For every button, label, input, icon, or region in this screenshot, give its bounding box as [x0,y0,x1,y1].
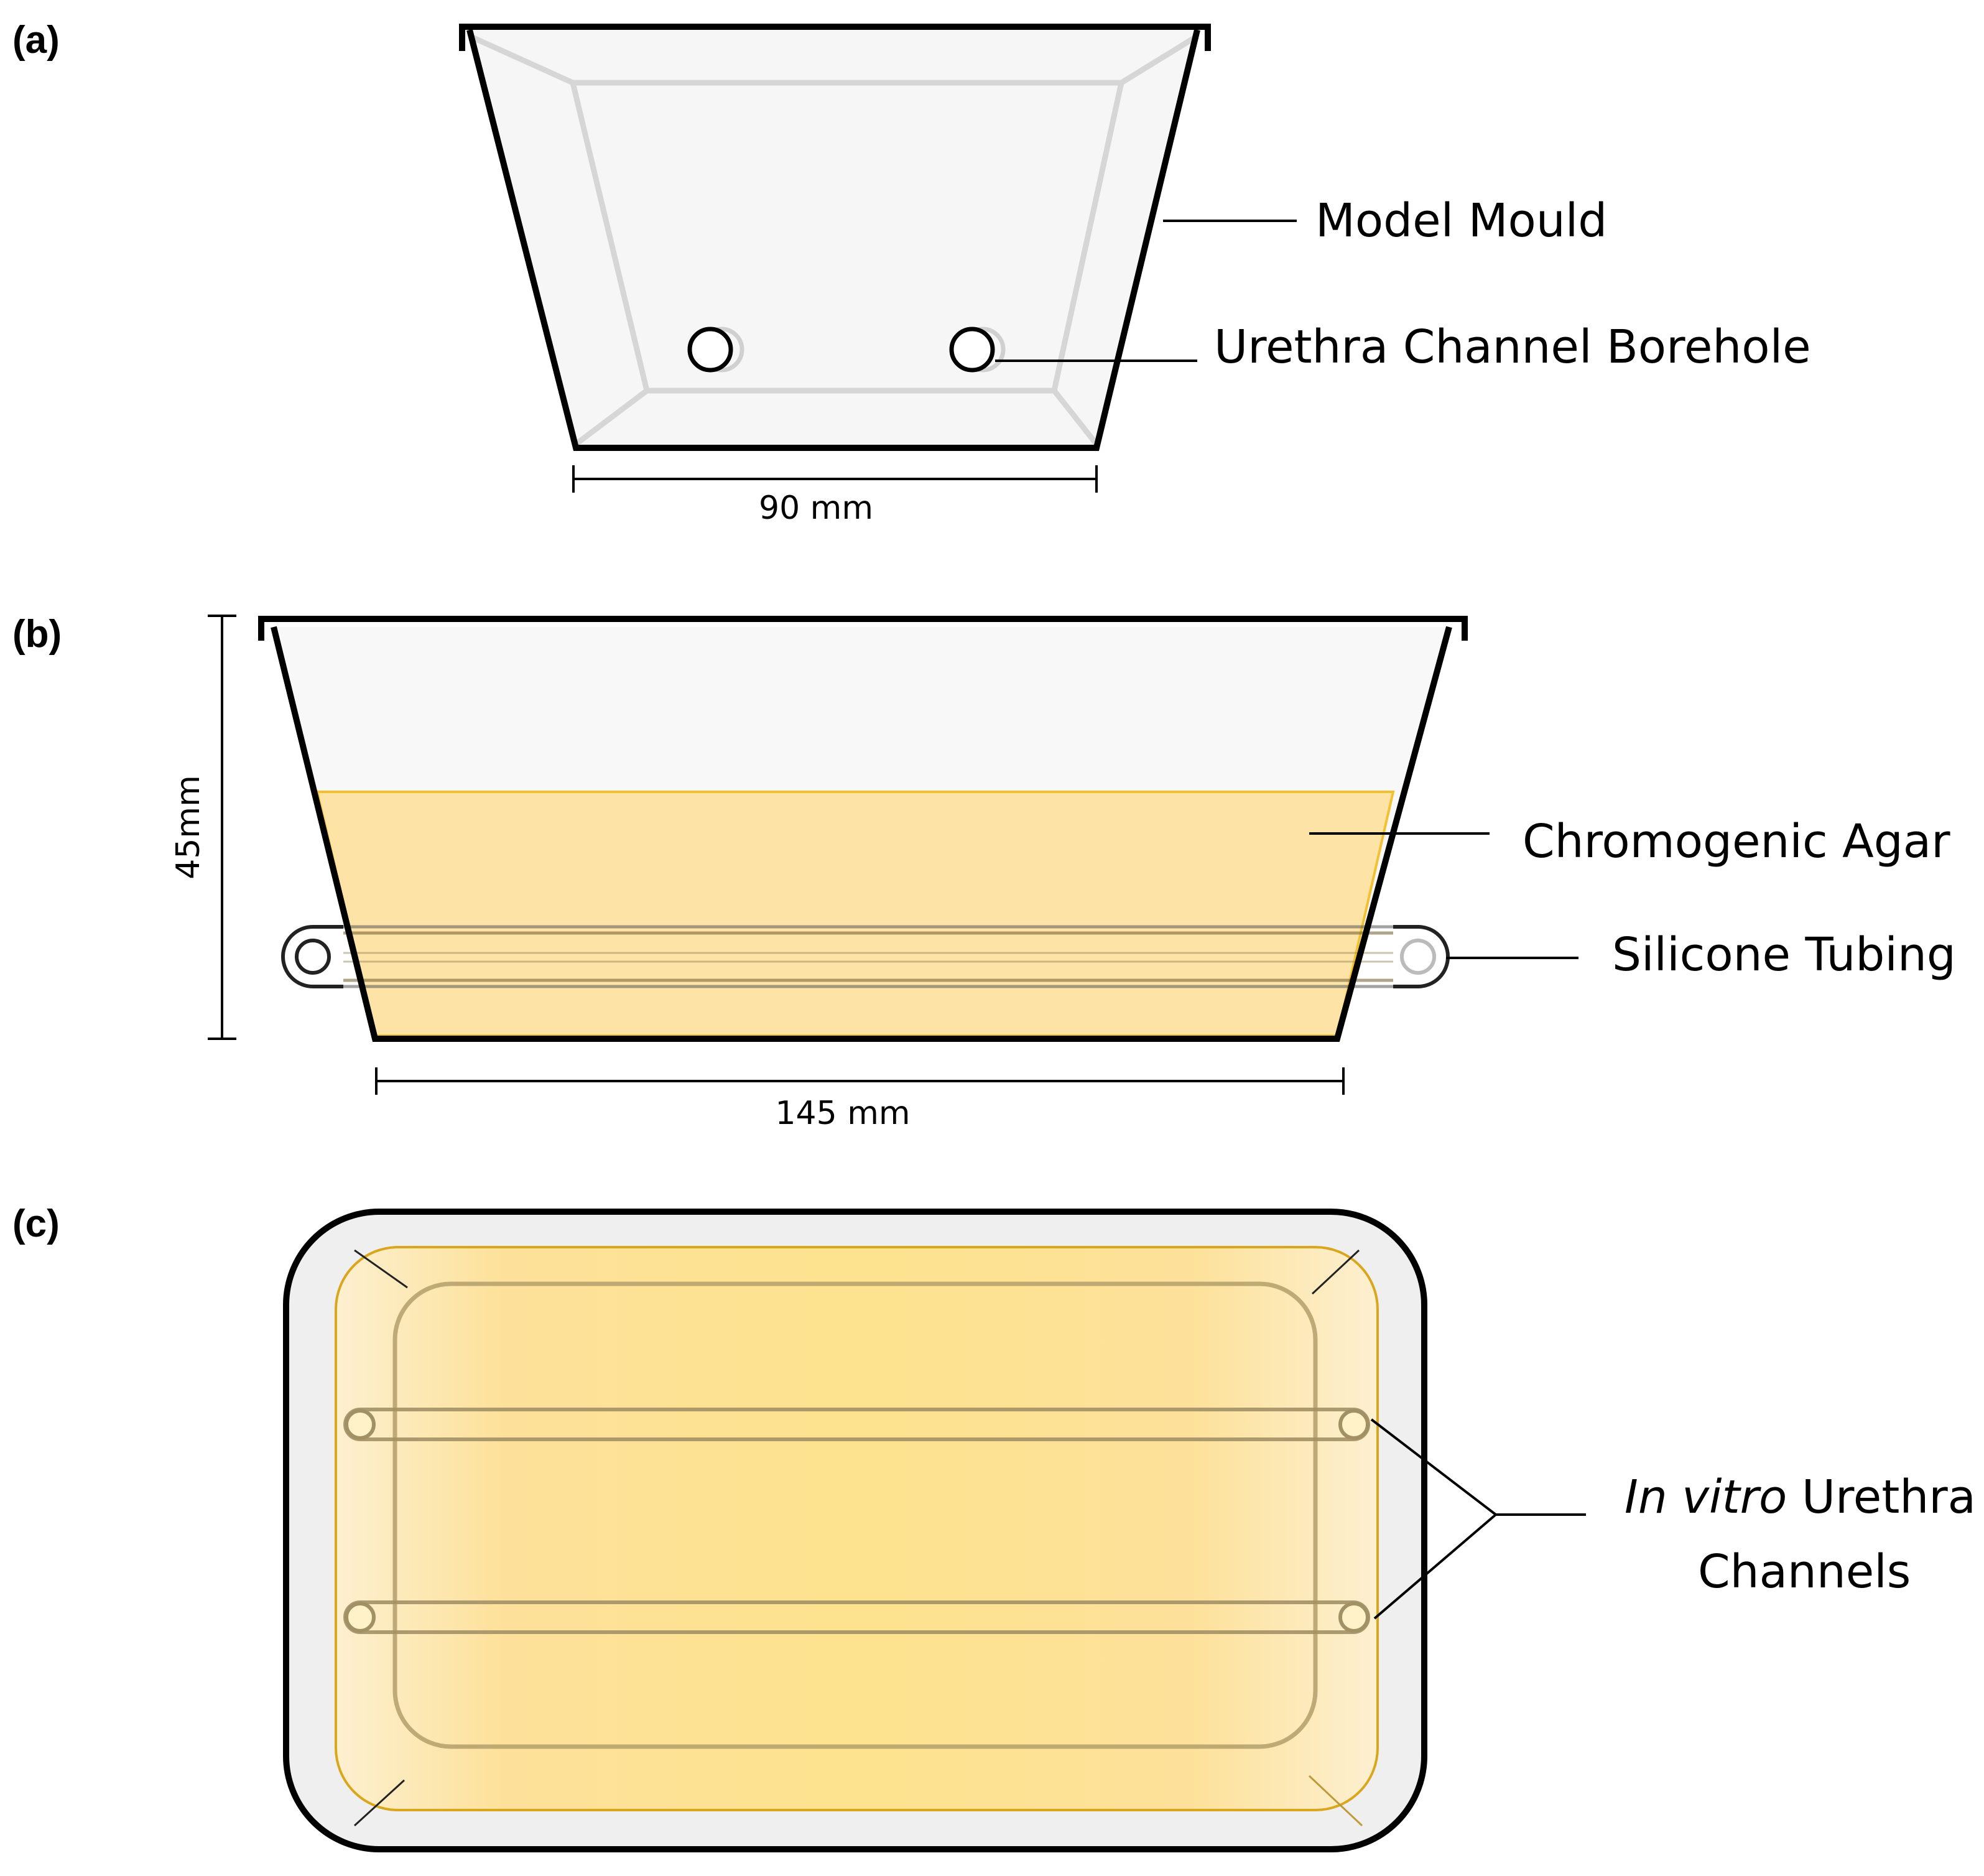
panel-a: (a) Model Mould [12,19,1811,527]
dimension-45mm: 45mm [170,615,236,1040]
panel-label-a: (a) [12,19,60,62]
dimension-45mm-label: 45mm [170,775,207,879]
urethra-channel-1 [343,1408,1370,1441]
panel-label-b: (b) [12,613,62,656]
panel-b: (b) Chromogenic Agar Silicone Tubing [12,613,1956,1132]
silicone-tubing-label: Silicone Tubing [1612,928,1956,982]
urethra-text: Urethra [1787,1470,1976,1524]
in-vitro-text: In vitro [1625,1470,1787,1524]
urethra-channel-2 [343,1600,1370,1634]
model-mould-label: Model Mould [1315,194,1607,248]
urethra-channels-label-line2: Channels [1698,1545,1911,1599]
urethra-channels-leader [1370,1418,1586,1620]
urethra-channel-borehole-right [949,327,1006,373]
borehole-label: Urethra Channel Borehole [1214,320,1811,374]
agar-top-view [335,1246,1379,1811]
dimension-90mm-label: 90 mm [759,490,873,527]
chromogenic-agar-label: Chromogenic Agar [1523,815,1950,868]
panel-label-c: (c) [12,1202,60,1245]
dimension-145mm-label: 145 mm [775,1095,910,1132]
mould-outline [466,29,1200,451]
chromogenic-agar [315,791,1395,1037]
dimension-145mm: 145 mm [375,1067,1345,1132]
mould-inner-bevel [468,33,1199,447]
urethra-channel-borehole-left [687,327,744,373]
mould-b-lip [258,616,1468,641]
mould-lip [459,24,1211,51]
urethra-channels-label-line1: In vitro Urethra [1625,1470,1976,1524]
corner-bevel-lines [353,1249,1363,1827]
mould-base-outline [392,1281,1318,1749]
panel-c: (c) In v [12,1202,1976,1852]
dimension-90mm: 90 mm [572,465,1098,527]
model-mould-side-view [459,24,1211,451]
